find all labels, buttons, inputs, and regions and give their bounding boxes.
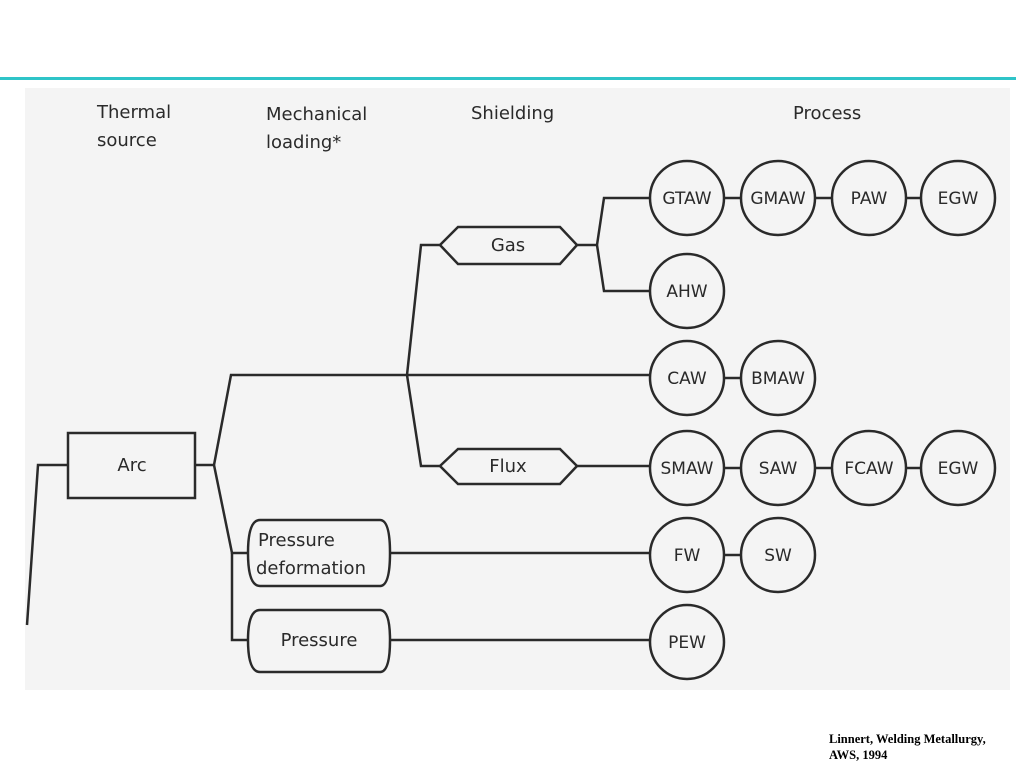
process-label-gtaw: GTAW	[662, 189, 711, 209]
header-process: Process	[793, 103, 861, 124]
process-label-saw: SAW	[759, 459, 798, 479]
process-label-bmaw: BMAW	[751, 369, 805, 389]
process-circle-paw	[830, 159, 908, 237]
header-mechanical-line2: loading*	[266, 132, 341, 153]
caption-line2: AWS, 1994	[829, 748, 888, 762]
process-label-gmaw: GMAW	[750, 189, 806, 209]
process-label-pew: PEW	[668, 633, 706, 653]
caption-line1: Linnert, Welding Metallurgy,	[829, 732, 986, 746]
process-circle-bmaw	[739, 339, 817, 417]
branch-flux	[405, 374, 440, 468]
arc-label: Arc	[117, 455, 146, 476]
process-circle-pew	[648, 603, 726, 681]
process-label-egw: EGW	[938, 459, 979, 479]
process-label-ahw: AHW	[666, 282, 707, 302]
process-circle-smaw	[648, 429, 726, 507]
process-circle-egw	[919, 429, 997, 507]
connector-lines	[25, 196, 920, 642]
process-circle-fcaw	[830, 429, 908, 507]
flux-hexagon	[438, 447, 579, 486]
process-circle-saw	[739, 429, 817, 507]
process-circle-sw	[739, 516, 817, 594]
process-circle-caw	[648, 339, 726, 417]
process-circle-fw	[648, 516, 726, 594]
header-shielding: Shielding	[471, 103, 554, 124]
process-circle-gmaw	[739, 159, 817, 237]
root-line	[25, 463, 68, 626]
process-label-sw: SW	[764, 546, 792, 566]
citation-caption: Linnert, Welding Metallurgy, AWS, 1994	[829, 731, 1019, 763]
process-label-smaw: SMAW	[661, 459, 714, 479]
branch-caw	[212, 373, 650, 466]
process-label-fcaw: FCAW	[844, 459, 893, 479]
pressure-deformation-box	[246, 518, 392, 588]
process-label-egw: EGW	[938, 189, 979, 209]
gas-to-ahw	[595, 244, 650, 293]
header-mechanical-line1: Mechanical	[266, 104, 367, 125]
pressure-deformation-label-line1: Pressure	[258, 530, 335, 551]
process-circle-gtaw	[648, 159, 726, 237]
pressure-box	[246, 608, 392, 674]
process-label-caw: CAW	[667, 369, 707, 389]
process-circles	[648, 159, 997, 681]
pressure-deformation-label-line2: deformation	[256, 558, 366, 579]
gas-label: Gas	[491, 235, 525, 256]
process-circle-ahw	[648, 252, 726, 330]
pressure-label: Pressure	[281, 630, 358, 651]
process-circle-egw	[919, 159, 997, 237]
process-label-fw: FW	[674, 546, 701, 566]
arc-box	[66, 431, 197, 500]
branch-pressure	[230, 553, 248, 642]
process-label-paw: PAW	[851, 189, 888, 209]
branch-gas	[405, 243, 440, 376]
header-thermal-line2: source	[97, 130, 157, 151]
header-thermal-line1: Thermal	[96, 102, 171, 123]
gas-hexagon	[438, 225, 579, 266]
branch-pressure-deformation	[212, 464, 248, 555]
flux-label: Flux	[489, 456, 527, 477]
top-rule	[0, 77, 1016, 80]
gas-to-gtaw	[595, 196, 650, 246]
